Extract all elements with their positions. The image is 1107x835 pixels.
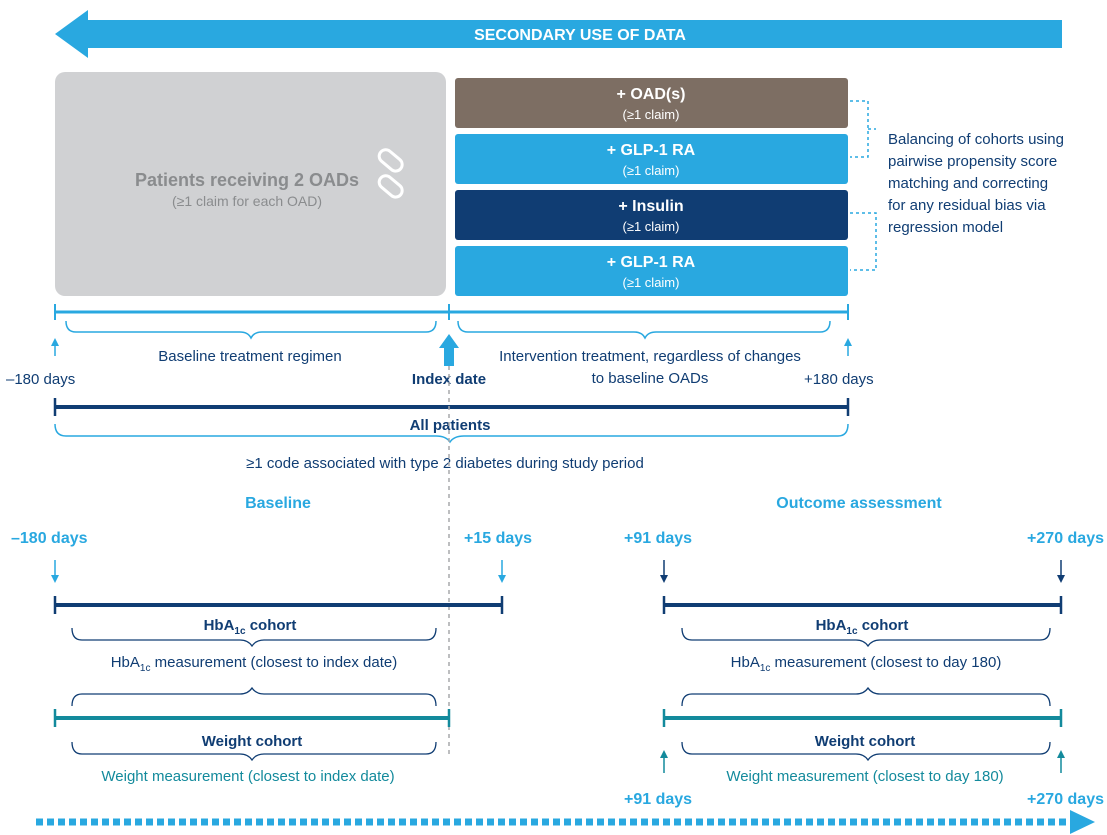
baseline-weight-measurement: Weight measurement (closest to index dat… (101, 768, 394, 785)
outcome-hba1c-measurement: HbA1c measurement (closest to day 180) (731, 654, 1002, 674)
down-arrow-icon (1057, 560, 1065, 583)
diabetes-code-note: ≥1 code associated with type 2 diabetes … (246, 455, 644, 472)
baseline-hba1c-measurement: HbA1c measurement (closest to index date… (111, 654, 398, 674)
outcome-heading: Outcome assessment (776, 495, 942, 512)
cohort-box-sub: (≥1 claim) (623, 107, 680, 122)
down-arrow-icon (498, 560, 506, 583)
secondary-use-banner: SECONDARY USE OF DATA (55, 10, 1062, 58)
pairing-brackets (850, 100, 877, 271)
all-patients-label: All patients (410, 417, 491, 434)
balancing-note-line: matching and correcting (888, 175, 1048, 192)
timeline-end-label: +180 days (804, 371, 874, 388)
intervention-label-line1: Intervention treatment, regardless of ch… (499, 348, 801, 365)
outcome-end-label: +270 days (1027, 530, 1104, 547)
all-patients-brace (54, 423, 849, 444)
down-arrow-icon (51, 560, 59, 583)
baseline-box-bg (55, 72, 446, 296)
outcome-hba1c-cohort-label: HbA1c cohort (816, 617, 909, 637)
cohort-box-bg (455, 190, 848, 240)
study-timeline: Baseline treatment regimen Intervention … (6, 304, 874, 472)
intervention-label-line2: to baseline OADs (592, 370, 709, 387)
baseline-regimen-brace (65, 320, 437, 340)
outcome-weight-start-label: +91 days (624, 791, 692, 808)
outcome-weight-measurement: Weight measurement (closest to day 180) (726, 768, 1003, 785)
cohort-boxes: + OAD(s) (≥1 claim) + GLP-1 RA (≥1 claim… (455, 78, 848, 296)
index-date-arrow-icon (439, 334, 459, 366)
outcome-hba1c-brace (681, 627, 1051, 648)
balancing-note-line: Balancing of cohorts using (888, 131, 1064, 148)
cohort-box-label: + GLP-1 RA (607, 254, 696, 271)
baseline-weight-cohort-label: Weight cohort (202, 733, 303, 750)
baseline-end-label: +15 days (464, 530, 532, 547)
cohort-box-sub: (≥1 claim) (623, 163, 680, 178)
down-arrow-icon (660, 560, 668, 583)
outcome-weight-end-label: +270 days (1027, 791, 1104, 808)
time-arrow-head (1070, 810, 1095, 834)
baseline-box-title: Patients receiving 2 OADs (135, 170, 359, 190)
baseline-regimen-label: Baseline treatment regimen (158, 348, 341, 365)
intervention-brace (457, 320, 831, 340)
balancing-note-line: pairwise propensity score (888, 153, 1057, 170)
pill-icon (377, 148, 404, 199)
pair-bracket-bottom (850, 212, 877, 271)
outcome-section: Outcome assessment +91 days +270 days Hb… (624, 495, 1104, 808)
banner-arrow (55, 10, 1062, 58)
timeline-start-label: –180 days (6, 371, 75, 388)
baseline-section: Baseline –180 days +15 days HbA1c cohort… (11, 495, 532, 785)
baseline-weight-upper-brace (71, 686, 437, 707)
baseline-patients-box: Patients receiving 2 OADs (≥1 claim for … (55, 72, 446, 296)
baseline-heading: Baseline (245, 495, 311, 512)
balancing-note-line: for any residual bias via (888, 197, 1046, 214)
cohort-box-bg (455, 78, 848, 128)
outcome-weight-brace (681, 741, 1051, 762)
baseline-box-subtitle: (≥1 claim for each OAD) (172, 193, 322, 209)
baseline-weight-brace (71, 741, 437, 762)
up-arrow-icon (1057, 750, 1065, 773)
outcome-start-label: +91 days (624, 530, 692, 547)
up-arrow-icon (660, 750, 668, 773)
cohort-box-insulin: + Insulin (≥1 claim) (455, 190, 848, 240)
up-arrow-icon (844, 338, 852, 356)
cohort-box-sub: (≥1 claim) (623, 219, 680, 234)
outcome-weight-upper-brace (681, 686, 1051, 707)
baseline-start-label: –180 days (11, 530, 88, 547)
balancing-note-line: regression model (888, 219, 1003, 236)
up-arrow-icon (51, 338, 59, 356)
cohort-box-label: + GLP-1 RA (607, 142, 696, 159)
pair-bracket-top (850, 100, 869, 158)
cohort-box-bg (455, 134, 848, 184)
index-date-label: Index date (412, 371, 486, 388)
cohort-box-label: + OAD(s) (617, 86, 686, 103)
cohort-box-bg (455, 246, 848, 296)
cohort-box-glp1-b: + GLP-1 RA (≥1 claim) (455, 246, 848, 296)
cohort-box-oad: + OAD(s) (≥1 claim) (455, 78, 848, 128)
cohort-box-glp1-a: + GLP-1 RA (≥1 claim) (455, 134, 848, 184)
cohort-box-sub: (≥1 claim) (623, 275, 680, 290)
time-direction-arrow (36, 810, 1095, 834)
baseline-hba1c-brace (71, 627, 437, 648)
banner-label: SECONDARY USE OF DATA (474, 27, 686, 44)
outcome-weight-cohort-label: Weight cohort (815, 733, 916, 750)
balancing-note: Balancing of cohorts using pairwise prop… (888, 131, 1064, 236)
cohort-box-label: + Insulin (618, 198, 683, 215)
baseline-hba1c-cohort-label: HbA1c cohort (204, 617, 297, 637)
